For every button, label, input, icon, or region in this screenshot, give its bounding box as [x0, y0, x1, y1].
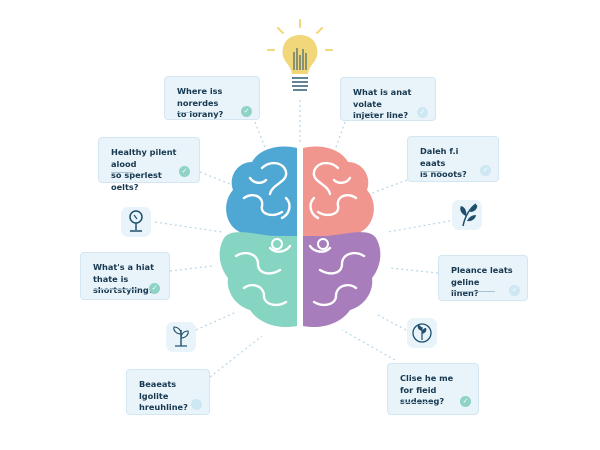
connector-leaf [387, 219, 456, 233]
plant-circle-icon [407, 318, 437, 348]
card-rule [400, 402, 430, 403]
question-text: Daleh f.i eaats is nooots? [420, 146, 467, 179]
connector-magnifier [154, 221, 223, 233]
connector-close [341, 329, 396, 361]
check-icon[interactable]: ✓ [241, 106, 252, 117]
question-card-beneath-ignite[interactable]: Beaeats lgolite hreuhline? [126, 369, 210, 415]
question-text: What's a hiat thate is shortstyling? [93, 262, 154, 295]
question-card-healthy-plan[interactable]: Healthy pilent alood so sperlest oelts? … [98, 137, 200, 192]
check-icon[interactable]: ✓ [509, 285, 520, 296]
brain-left-top-lobe [226, 146, 297, 238]
card-rule [111, 172, 133, 173]
brain-left-bottom-lobe [219, 232, 297, 328]
card-rule [93, 289, 137, 290]
brain-right-top-lobe [303, 146, 374, 238]
connector-shortstying [169, 265, 213, 272]
light-bulb-icon [267, 19, 333, 91]
card-rule [353, 113, 375, 114]
question-text: Clise he me for fieid sudeneg? [400, 373, 454, 406]
brain-right-bottom-lobe [303, 232, 381, 328]
connector-beneath [209, 335, 263, 378]
connector-sprout [195, 311, 237, 331]
card-rule [451, 291, 495, 292]
question-card-daily-roots[interactable]: Daleh f.i eaats is nooots? ✓ [407, 136, 499, 182]
brain-illustration [219, 146, 381, 328]
connector-plenty [389, 267, 439, 274]
card-rule [420, 171, 442, 172]
question-text: Where iss norerdes to lorany? [177, 86, 224, 119]
check-icon[interactable] [191, 399, 202, 410]
question-text: Beaeats lgolite hreuhline? [139, 379, 188, 412]
card-rule [177, 112, 199, 113]
leaf-icon [452, 200, 482, 230]
connector-top-right [334, 121, 346, 151]
question-text: Healthy pilent alood so sperlest oelts? [111, 147, 177, 192]
question-text: What is anat volate injeter line? [353, 87, 412, 120]
connector-daily [369, 179, 408, 195]
question-card-close-field-sudden[interactable]: Clise he me for fieid sudeneg? ✓ [387, 363, 479, 415]
check-icon[interactable]: ✓ [179, 166, 190, 177]
question-card-what-injecter-line[interactable]: What is anat volate injeter line? ✓ [340, 77, 436, 121]
connector-plant [375, 313, 407, 331]
check-icon[interactable]: ✓ [460, 396, 471, 407]
question-text: Pleance leats geline linen? [451, 265, 513, 298]
magnifier-icon [121, 207, 151, 237]
check-icon[interactable]: ✓ [417, 107, 428, 118]
question-card-what-shortstying[interactable]: What's a hiat thate is shortstyling? ✓ [80, 252, 170, 300]
check-icon[interactable]: ✓ [480, 165, 491, 176]
check-icon[interactable]: ✓ [149, 283, 160, 294]
question-card-where-to-remember[interactable]: Where iss norerdes to lorany? ✓ [164, 76, 260, 120]
question-card-plenty-gelline[interactable]: Pleance leats geline linen? ✓ [438, 255, 528, 301]
sprout-icon [166, 322, 196, 352]
connector-top-left [254, 121, 267, 151]
